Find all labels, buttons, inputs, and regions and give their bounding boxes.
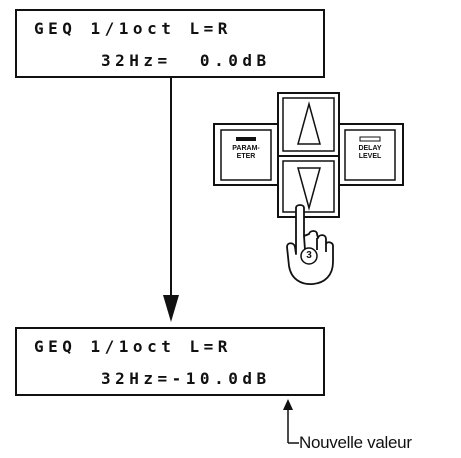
lcd-display-before: GEQ 1/1oct L=R 32Hz= 0.0dB — [15, 9, 325, 78]
parameter-led-icon — [236, 137, 256, 141]
pointing-hand-icon — [286, 204, 334, 285]
display-line-2: 32Hz=-10.0dB — [101, 369, 271, 388]
display-line-2: 32Hz= 0.0dB — [101, 51, 271, 70]
parameter-key-label: PARAM- ETER — [232, 145, 260, 160]
delay-level-key-label: DELAY LEVEL — [358, 145, 382, 160]
display-line-1: GEQ 1/1oct L=R — [34, 337, 232, 356]
up-key[interactable] — [277, 92, 340, 157]
keypad-panel — [213, 92, 404, 218]
new-value-annotation: Nouvelle valeur — [299, 433, 412, 452]
display-line-1: GEQ 1/1oct L=R — [34, 19, 232, 38]
flow-arrow — [163, 78, 179, 322]
step-number: 3 — [306, 250, 312, 261]
up-arrow-icon — [297, 101, 321, 145]
step-badge — [300, 247, 318, 265]
parameter-key[interactable] — [213, 123, 279, 186]
delay-level-key[interactable] — [338, 123, 404, 186]
delay-led-icon — [359, 136, 381, 142]
down-key[interactable] — [277, 155, 340, 218]
lcd-display-after: GEQ 1/1oct L=R 32Hz=-10.0dB — [15, 327, 325, 396]
down-arrow-icon — [297, 167, 321, 211]
annotation-bracket — [283, 399, 299, 444]
